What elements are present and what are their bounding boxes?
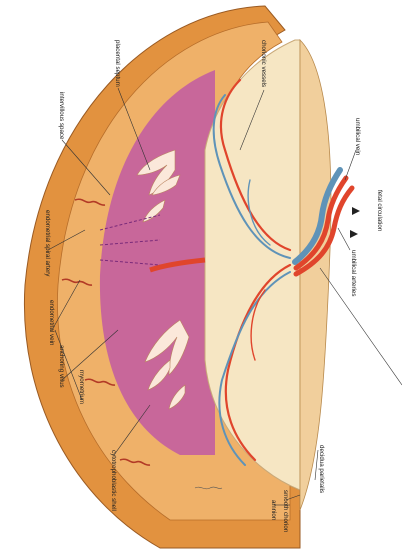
label-placental-septum: placental septum xyxy=(114,40,121,87)
label-intervillous-space: intervillous space xyxy=(58,92,65,140)
decidua-parietalis-layer xyxy=(300,40,331,510)
label-endometrial-spiral-artery: endometrial spiral artery xyxy=(44,210,51,277)
label-fetal-circulation: fetal circulation xyxy=(376,190,383,232)
label-umbilical-vein: umbilical vein xyxy=(354,118,361,156)
label-endometrial-vein: endometrial vein xyxy=(48,300,55,346)
label-cytotrophoblastic-shell: cytotrophoblastic shell xyxy=(110,450,117,511)
label-anchoring-villus: anchoring villus xyxy=(58,345,65,388)
label-amnion: amnion xyxy=(270,500,277,521)
label-smooth-chorion: smooth chorion xyxy=(282,490,289,533)
label-umbilical-arteries: umbilical arteries xyxy=(350,250,357,296)
label-chorionic-vessels: chorionic vessels xyxy=(260,40,267,87)
label-decidua-parietalis: decidua parietalis xyxy=(318,445,325,493)
flow-arrows xyxy=(350,207,360,238)
